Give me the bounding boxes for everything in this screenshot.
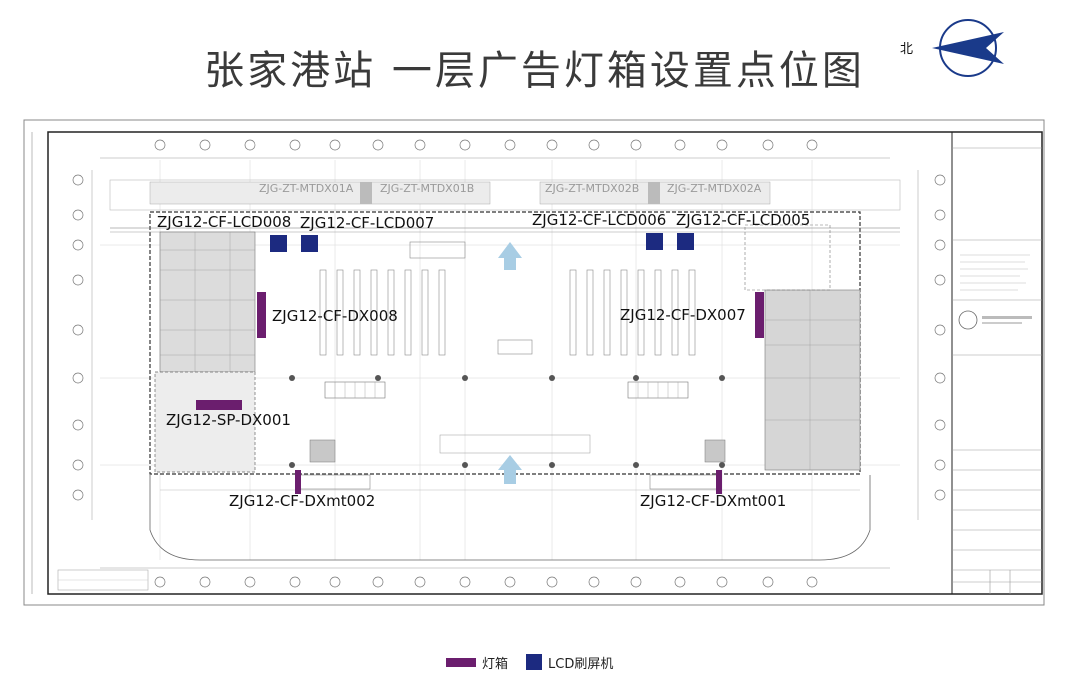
- label-dxmt002: ZJG12-CF-DXmt002: [229, 492, 376, 510]
- label-dx007: ZJG12-CF-DX007: [620, 306, 746, 324]
- legend-lightbox-label: 灯箱: [482, 656, 509, 672]
- label-spdx001: ZJG12-SP-DX001: [166, 411, 291, 429]
- ghost-label-mtdx02b: ZJG-ZT-MTDX02B: [545, 182, 640, 195]
- lightbox-marker-dx007: [755, 292, 764, 338]
- page-title: 张家港站 一层广告灯箱设置点位图: [204, 48, 865, 94]
- label-lcd005: ZJG12-CF-LCD005: [676, 211, 811, 229]
- label-dx008: ZJG12-CF-DX008: [272, 307, 398, 325]
- legend-lcd: LCD刷屏机: [526, 652, 613, 672]
- label-lcd007: ZJG12-CF-LCD007: [300, 214, 435, 232]
- lightbox-marker-dx008: [257, 292, 266, 338]
- lightbox-marker-dxmt001: [716, 470, 722, 494]
- lcd-marker-006: [646, 233, 663, 250]
- north-indicator: 北: [898, 18, 1018, 78]
- label-dxmt001: ZJG12-CF-DXmt001: [640, 492, 787, 510]
- lcd-swatch-icon: [526, 654, 542, 670]
- lcd-marker-005: [677, 233, 694, 250]
- lightbox-swatch-icon: [446, 657, 476, 667]
- legend-lcd-label: LCD刷屏机: [548, 656, 614, 672]
- exit-arrow-icon: [498, 455, 522, 484]
- label-lcd006: ZJG12-CF-LCD006: [532, 211, 667, 229]
- legend-lightbox: 灯箱: [446, 652, 508, 672]
- north-arrow-icon: [932, 19, 1004, 77]
- ghost-label-mtdx02a: ZJG-ZT-MTDX02A: [667, 182, 762, 195]
- ghost-label-mtdx01a: ZJG-ZT-MTDX01A: [259, 182, 354, 195]
- north-label: 北: [900, 42, 914, 57]
- lightbox-marker-spdx001: [196, 400, 242, 410]
- label-lcd008: ZJG12-CF-LCD008: [157, 213, 292, 231]
- lcd-marker-007: [301, 235, 318, 252]
- lightbox-marker-dxmt002: [295, 470, 301, 494]
- lcd-marker-008: [270, 235, 287, 252]
- ghost-label-mtdx01b: ZJG-ZT-MTDX01B: [380, 182, 475, 195]
- entrance-arrow-icon: [498, 242, 522, 270]
